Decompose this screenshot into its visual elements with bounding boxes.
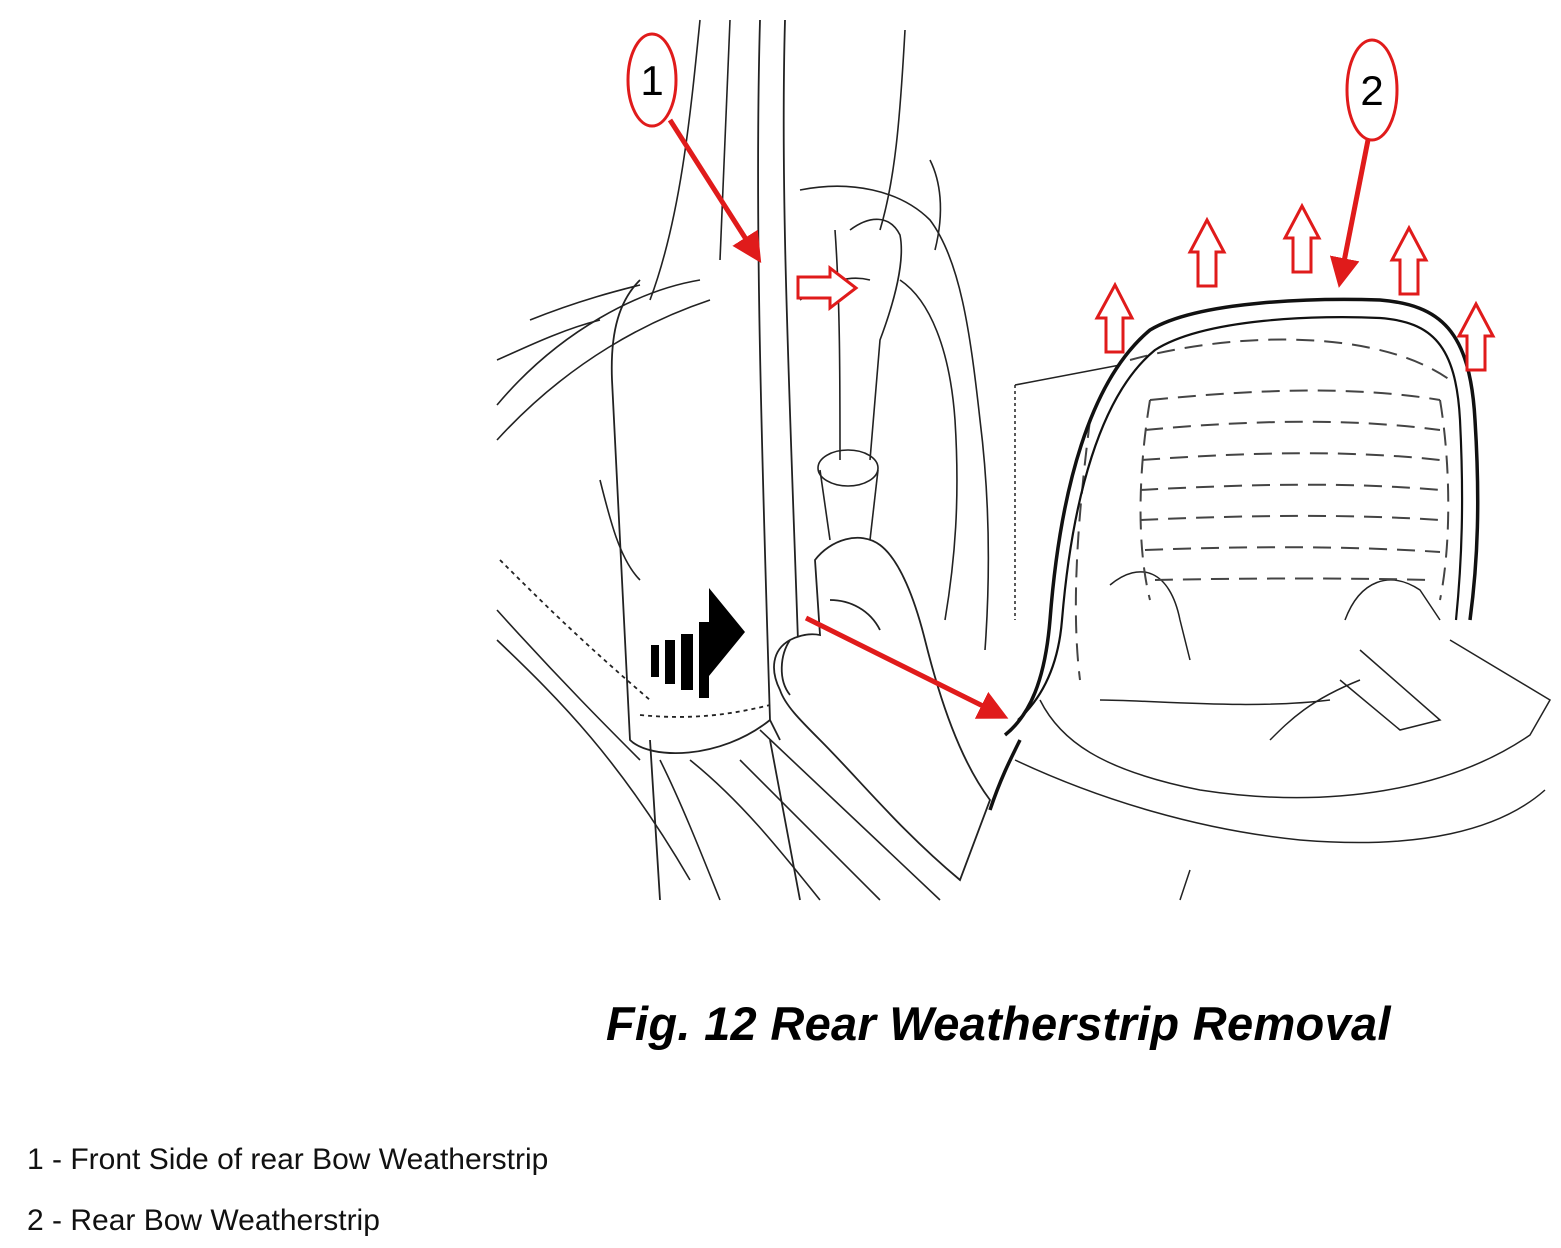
callout-1: 1 bbox=[626, 32, 678, 128]
lift-arrow-icon bbox=[1187, 216, 1227, 288]
weatherstrip-removal-illustration: 1 2 bbox=[496, 19, 1552, 901]
lift-arrow-icon bbox=[1094, 281, 1135, 354]
lift-arrow-icon bbox=[1282, 202, 1322, 274]
callout-2: 2 bbox=[1345, 38, 1399, 142]
rear-bow-frame bbox=[1014, 364, 1552, 901]
lift-arrow-icon bbox=[1456, 300, 1496, 372]
hand-line-art bbox=[773, 536, 992, 882]
slide-arrow-icon bbox=[796, 264, 859, 312]
push-direction-arrow-icon bbox=[651, 588, 745, 698]
lift-direction-arrows bbox=[796, 202, 1496, 372]
rear-bow-weatherstrip bbox=[988, 297, 1480, 811]
figure-title: Fig. 12 Rear Weatherstrip Removal bbox=[606, 997, 1391, 1050]
door-pillar bbox=[499, 19, 801, 901]
legend-item-1: 1 - Front Side of rear Bow Weatherstrip bbox=[27, 1143, 549, 1176]
legend-item-2: 2 - Rear Bow Weatherstrip bbox=[27, 1204, 380, 1237]
callout-2-label: 2 bbox=[1360, 67, 1383, 114]
rear-window-dashed-lines bbox=[1074, 338, 1451, 681]
car-body-line-art bbox=[496, 19, 941, 901]
legend: 1 - Front Side of rear Bow Weatherstrip … bbox=[27, 1140, 548, 1241]
lift-arrow-icon bbox=[1389, 224, 1429, 296]
callout-1-label: 1 bbox=[640, 57, 663, 104]
callout-leader-lines bbox=[667, 118, 1371, 719]
